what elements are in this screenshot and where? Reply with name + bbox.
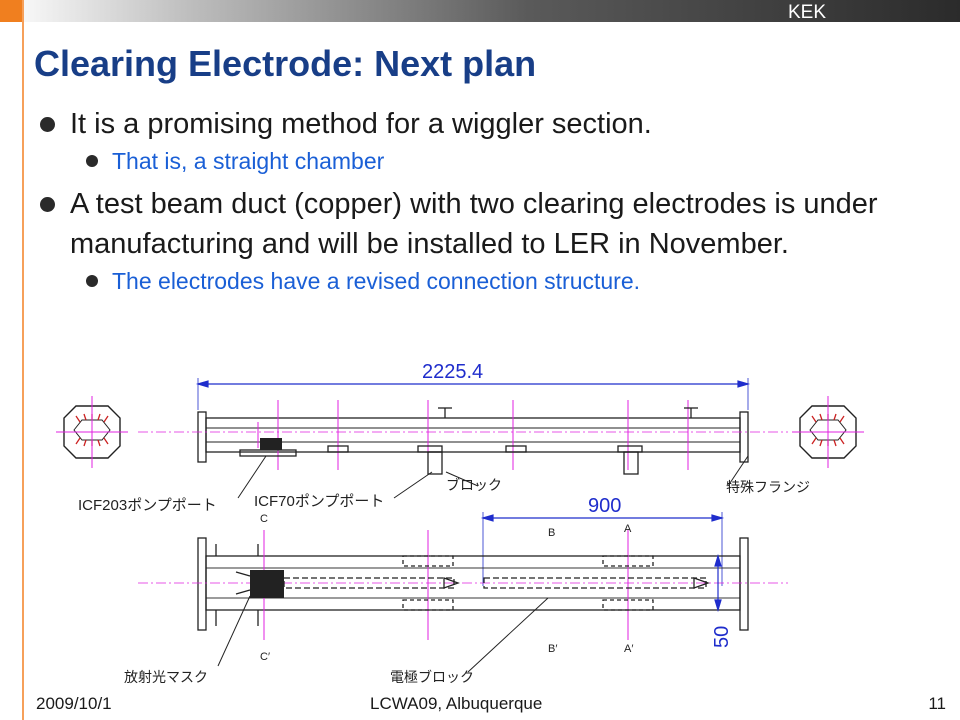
org-label: KEK [787, 2, 826, 23]
icf70-label: ICF70ポンプポート [254, 493, 384, 510]
footer-venue: LCWA09, Albuquerque [370, 694, 543, 713]
section-mark-a: A [624, 523, 632, 535]
section-mark-c2: C′ [260, 651, 270, 663]
top-bar [0, 0, 960, 22]
duct-top-view [138, 400, 788, 475]
footer-date: 2009/10/1 [36, 694, 112, 713]
flange-label: 特殊フランジ [726, 479, 810, 495]
height-dimension-label: 50 [711, 626, 733, 648]
section-mark-a2: A′ [624, 643, 633, 655]
bullet-list: It is a promising method for a wiggler s… [40, 104, 940, 298]
orange-accent-block [0, 0, 22, 22]
footer-page-number: 11 [928, 694, 946, 713]
left-cross-section [56, 396, 128, 468]
icf203-label: ICF203ポンプポート [78, 497, 217, 514]
electrode-dimension [480, 512, 725, 586]
height-dimension [714, 553, 722, 613]
bottom-leaders [217, 595, 549, 673]
duct-side-view [138, 530, 788, 640]
sub-bullet-item: That is, a straight chamber [86, 144, 940, 178]
overall-dimension-label: 2225.4 [422, 361, 483, 383]
slide-title: Clearing Electrode: Next plan [34, 43, 537, 84]
top-view-leaders [237, 455, 749, 499]
overall-dimension [195, 378, 751, 410]
block-label: ブロック [446, 477, 502, 493]
section-mark-b2: B′ [548, 643, 557, 655]
sub-bullet-item: The electrodes have a revised connection… [86, 264, 940, 298]
electrode-dimension-label: 900 [588, 495, 621, 517]
bullet-item: A test beam duct (copper) with two clear… [40, 184, 940, 264]
right-cross-section [792, 396, 864, 468]
section-mark-c: C [260, 513, 268, 525]
orange-accent-line [22, 0, 24, 720]
mask-label: 放射光マスク [124, 669, 208, 685]
beam-duct-drawing: 2225.4 ICF203ポンプポート ICF70ポンプポート [56, 361, 864, 685]
section-mark-b: B [548, 527, 555, 539]
electrode-block-label: 電極ブロック [390, 669, 474, 685]
bullet-item: It is a promising method for a wiggler s… [40, 104, 940, 144]
